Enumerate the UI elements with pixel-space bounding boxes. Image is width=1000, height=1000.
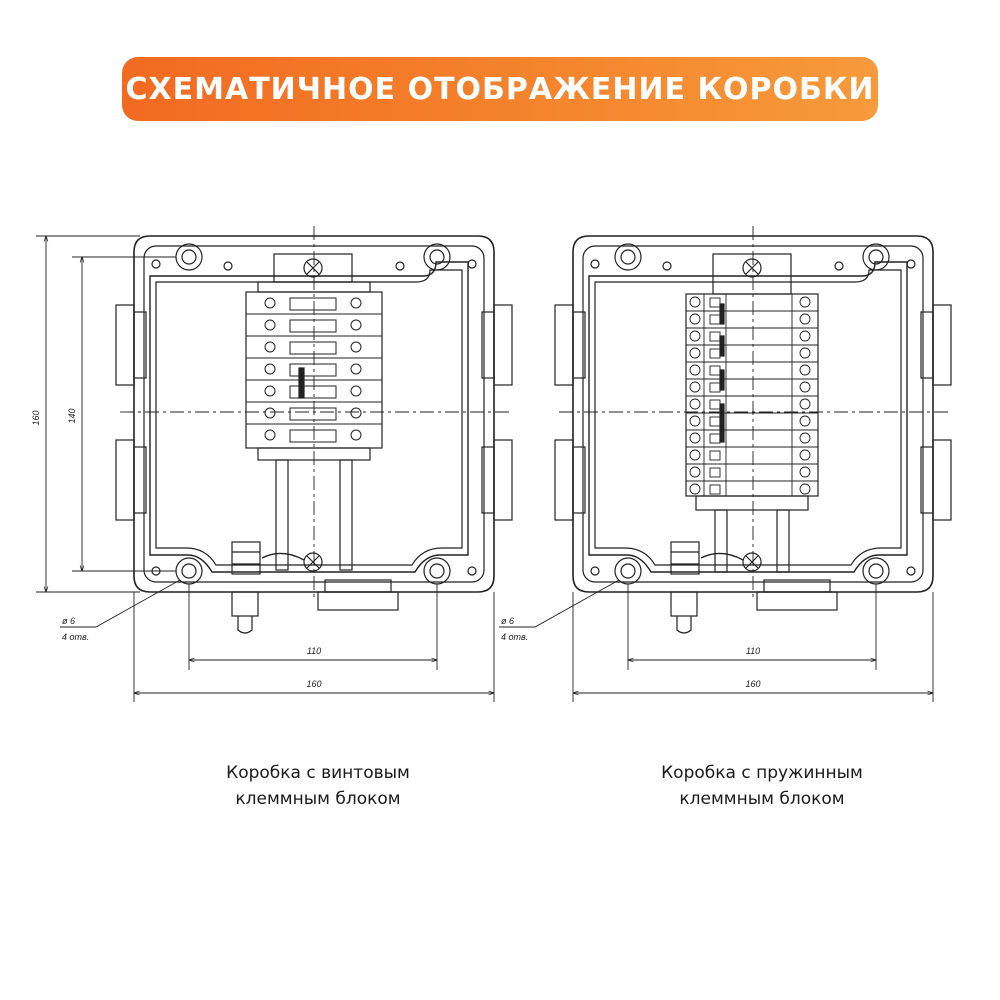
title-banner: СХЕМАТИЧНОЕ ОТОБРАЖЕНИЕ КОРОБКИ — [122, 57, 878, 121]
caption-line: Коробка с пружинным — [661, 763, 863, 783]
mounting-hole — [614, 243, 642, 271]
dim-hole-diameter: ø 6 — [501, 616, 514, 626]
mounting-hole — [175, 243, 203, 271]
dim-width-outer: 160 — [745, 679, 760, 689]
dim-hole-diameter: ø 6 — [62, 616, 75, 626]
caption-spring-terminal-box: Коробка с пружинным клеммным блоком — [602, 760, 922, 812]
page-title: СХЕМАТИЧНОЕ ОТОБРАЖЕНИЕ КОРОБКИ — [125, 71, 875, 107]
caption-screw-terminal-box: Коробка с винтовым клеммным блоком — [158, 760, 478, 812]
mounting-hole — [862, 243, 890, 271]
caption-line: Коробка с винтовым — [226, 763, 410, 783]
dim-height-inner: 140 — [67, 408, 77, 423]
caption-line: клеммным блоком — [679, 789, 845, 809]
dim-hole-spacing: 110 — [746, 646, 760, 656]
dim-hole-count: 4 отв. — [62, 632, 89, 642]
spring-terminal-box-drawing — [499, 226, 952, 702]
caption-line: клеммным блоком — [235, 789, 401, 809]
mounting-hole — [423, 243, 451, 271]
dim-height-outer: 160 — [31, 410, 41, 425]
screw-terminal-box-drawing — [36, 226, 513, 702]
dim-hole-count: 4 отв. — [501, 632, 528, 642]
mounting-hole — [862, 557, 890, 585]
dim-hole-spacing: 110 — [307, 646, 321, 656]
dim-width-outer: 160 — [306, 679, 321, 689]
mounting-hole — [423, 557, 451, 585]
